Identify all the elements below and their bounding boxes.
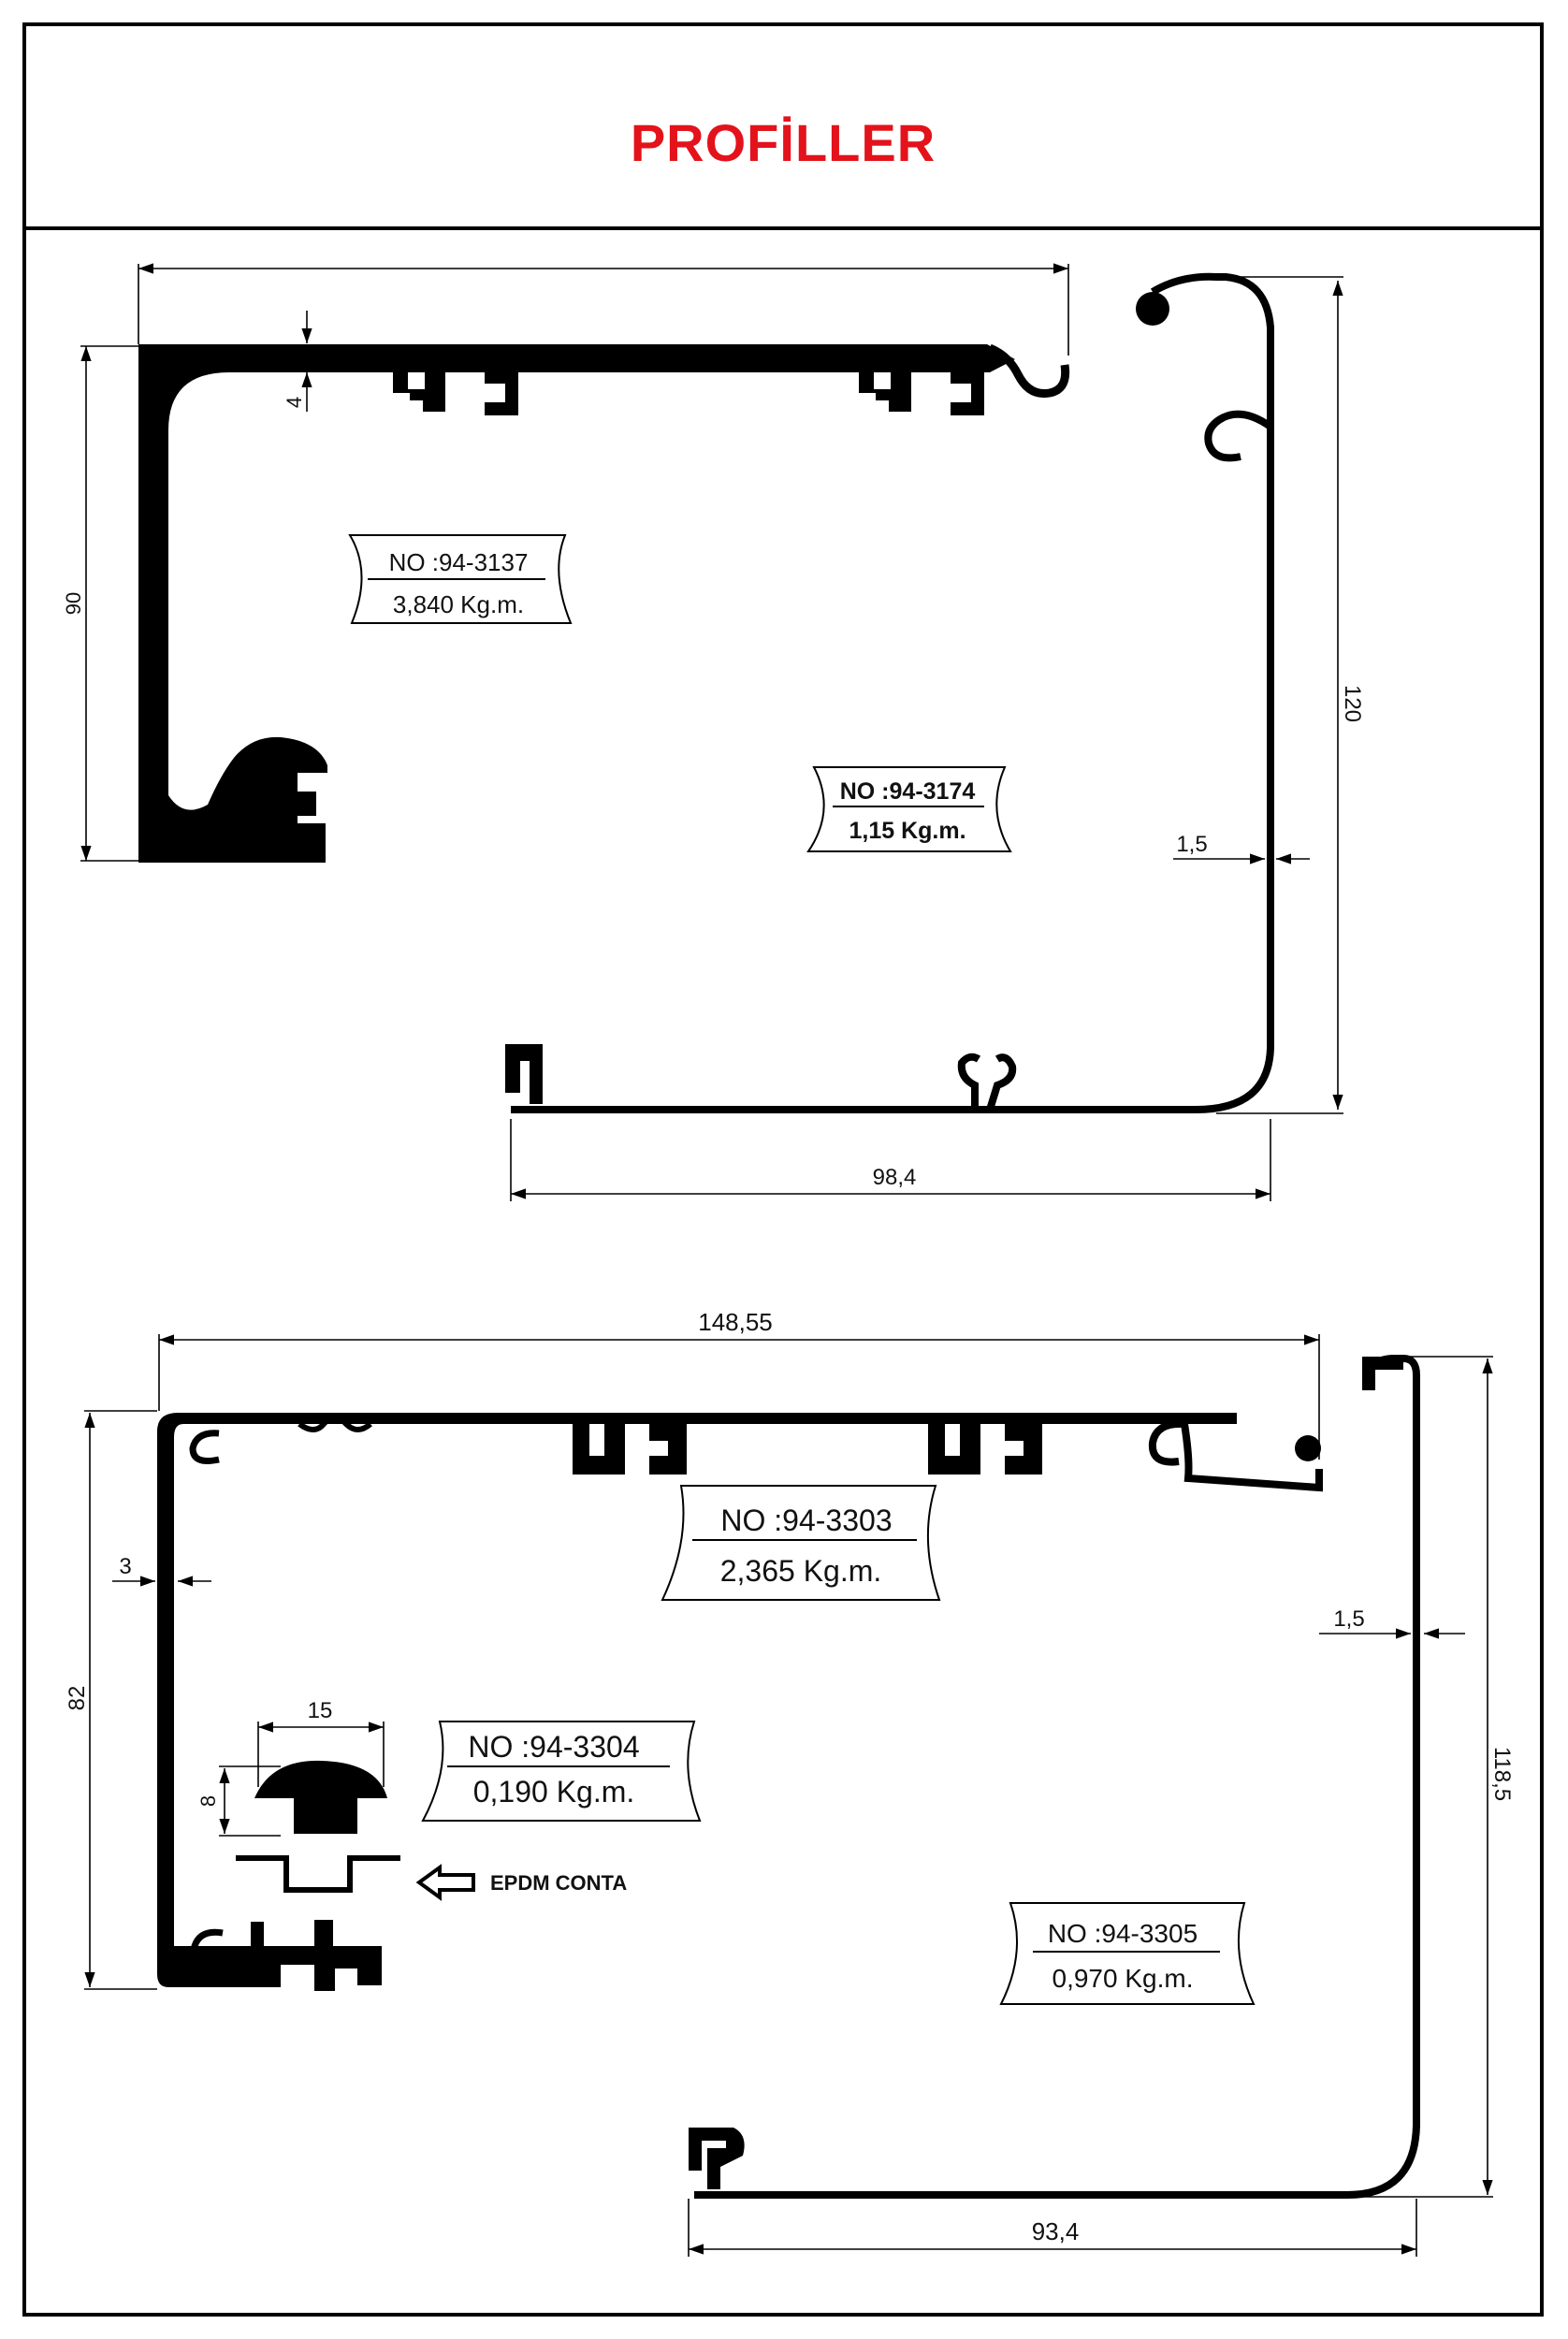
label-94-3137: NO :94-3137 3,840 Kg.m. <box>348 534 573 624</box>
profile-94-3303 <box>157 1413 1323 1991</box>
dim-width-94-3303: 148,55 <box>698 1308 773 1336</box>
hook-3303-top-right <box>1148 1419 1323 1492</box>
profile-94-3174-wall <box>511 272 1274 1113</box>
code-94-3304: NO :94-3304 <box>468 1730 639 1764</box>
hook-3303-top-left <box>189 1430 220 1464</box>
bottom-clip-left <box>505 1044 543 1104</box>
clip-3303-1 <box>573 1422 687 1475</box>
dim-height-94-3174: 120 <box>1340 685 1365 722</box>
label-94-3303: NO :94-3303 2,365 Kg.m. <box>661 1485 941 1601</box>
dim-height-94-3304: 8 <box>196 1795 220 1807</box>
epdm-arrow-icon <box>415 1864 475 1901</box>
dim-height-94-3303: 82 <box>65 1686 90 1711</box>
code-94-3305: NO :94-3305 <box>1048 1919 1198 1948</box>
hook-3303-bottom-left <box>191 1928 224 1967</box>
wall-hook-top <box>1204 410 1273 462</box>
dims-94-3303 <box>84 1334 1320 1990</box>
sheet-border <box>22 22 1544 2317</box>
label-94-3304: NO :94-3304 0,190 Kg.m. <box>421 1721 702 1822</box>
top-clip-3 <box>859 370 911 412</box>
top-clip-2 <box>485 370 518 415</box>
profile-94-3174 <box>505 272 1274 1113</box>
dims-94-3174 <box>510 276 1343 1201</box>
dim-width-94-3174: 98,4 <box>873 1165 917 1190</box>
dim-wall-94-3305: 1,5 <box>1333 1606 1364 1632</box>
dim-width-94-3304: 15 <box>308 1698 333 1723</box>
clip-3303-2 <box>928 1422 1042 1475</box>
weight-94-3305: 0,970 Kg.m. <box>1053 1964 1194 1993</box>
label-94-3305: NO :94-3305 0,970 Kg.m. <box>999 1902 1256 2005</box>
dim-wall-94-3303: 3 <box>119 1554 131 1579</box>
page-title: PROFİLLER <box>630 113 936 172</box>
weight-94-3303: 2,365 Kg.m. <box>720 1554 882 1588</box>
code-94-3174: NO :94-3174 <box>840 778 976 805</box>
epdm-label: EPDM CONTA <box>490 1871 627 1895</box>
top-bead <box>1136 292 1169 326</box>
clip-3305-bottom-left <box>689 2128 745 2189</box>
dim-wall-94-3174: 1,5 <box>1176 832 1207 857</box>
profile-94-3304 <box>236 1760 475 1901</box>
profile-94-3137-body <box>138 344 1015 863</box>
profile-94-3137 <box>138 343 1070 863</box>
weight-94-3137: 3,840 Kg.m. <box>393 590 524 618</box>
title-block: PROFİLLER <box>22 22 1544 230</box>
bead-3303-right <box>1295 1435 1321 1461</box>
profile-94-3305 <box>689 1355 1420 2199</box>
hook-3305-top <box>1362 1357 1403 1390</box>
code-94-3137: NO :94-3137 <box>389 548 529 576</box>
dim-height-94-3305: 118,5 <box>1489 1747 1515 1801</box>
dim-width-94-3305: 93,4 <box>1032 2217 1080 2245</box>
top-clip-4 <box>951 370 984 415</box>
weight-94-3174: 1,15 Kg.m. <box>849 818 965 844</box>
dim-height-94-3137: 90 <box>62 592 85 615</box>
bottom-clip-mid <box>957 1053 1017 1111</box>
epdm-gasket <box>236 1855 400 1893</box>
label-94-3174: NO :94-3174 1,15 Kg.m. <box>806 766 1012 852</box>
code-94-3303: NO :94-3303 <box>720 1504 892 1537</box>
bump-3303-top <box>298 1415 372 1432</box>
profile-94-3304-cap <box>254 1760 387 1834</box>
top-clip-1 <box>393 370 445 412</box>
dims-94-3304 <box>219 1722 385 1837</box>
top-hook <box>988 343 1070 399</box>
dims-94-3137 <box>80 263 1069 862</box>
dim-wall-94-3137: 4 <box>283 397 306 408</box>
dims-94-3305 <box>688 1356 1493 2257</box>
weight-94-3304: 0,190 Kg.m. <box>473 1775 635 1809</box>
